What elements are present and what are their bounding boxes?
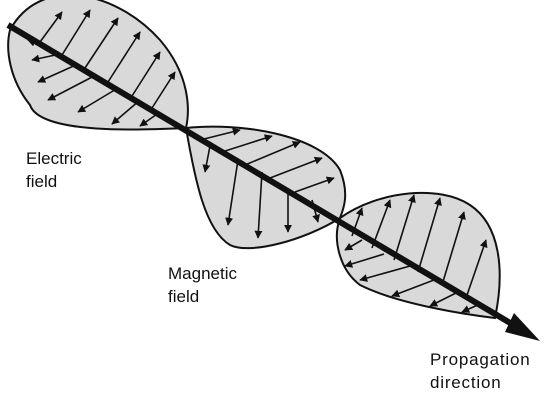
electric-field-label: Electric field	[26, 147, 82, 193]
magnetic-field-label: Magnetic field	[168, 262, 237, 308]
electric-field-label-line1: Electric	[26, 147, 82, 170]
electric-field-lobe-1	[8, 0, 188, 130]
magnetic-field-label-line2: field	[168, 285, 237, 308]
propagation-arrowhead-icon	[505, 313, 540, 341]
propagation-direction-label: Propagation direction	[430, 348, 530, 394]
magnetic-field-label-line1: Magnetic	[168, 262, 237, 285]
propagation-axis-arrow	[8, 25, 540, 341]
propagation-label-line2: direction	[430, 371, 530, 394]
electric-field-label-line2: field	[26, 170, 82, 193]
propagation-label-line1: Propagation	[430, 348, 530, 371]
